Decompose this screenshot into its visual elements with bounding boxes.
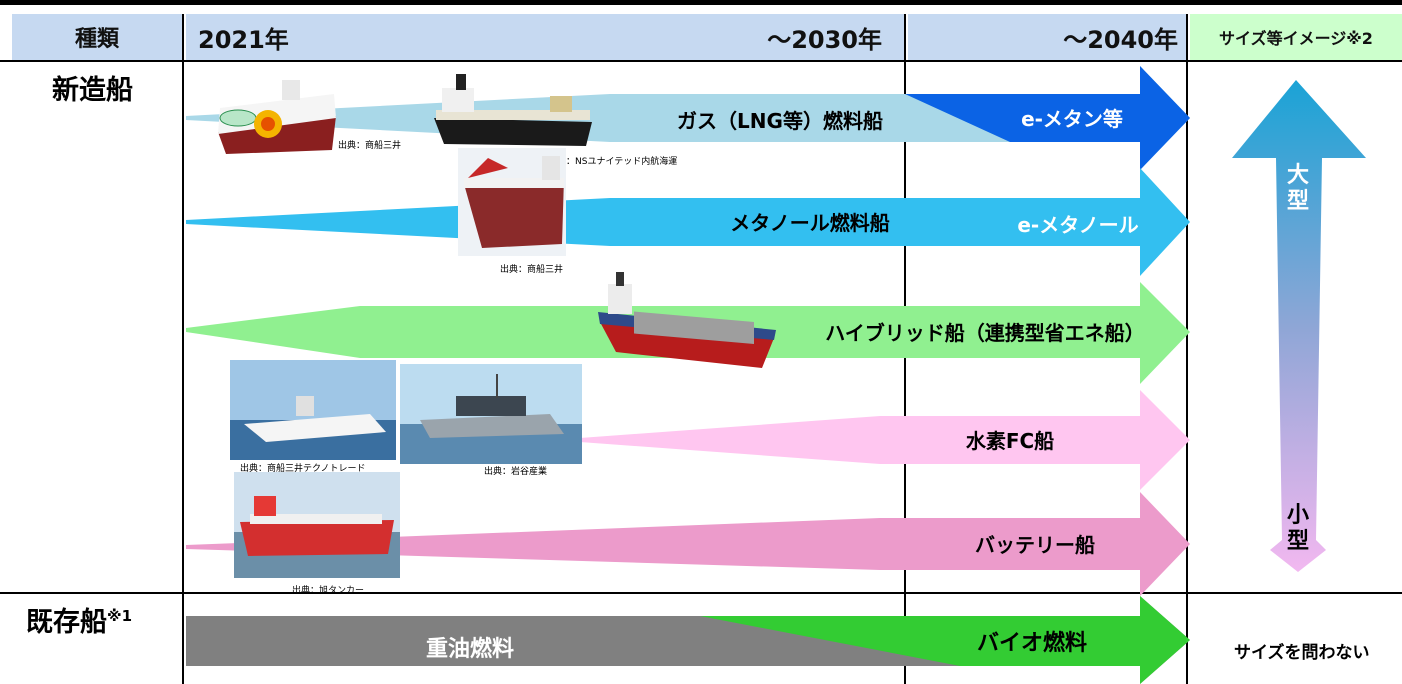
section-divider	[0, 592, 1402, 594]
credit-5: 出典：岩谷産業	[484, 467, 548, 477]
label-heavy-oil: 重油燃料	[426, 636, 514, 662]
arrow-e-methane	[905, 66, 1190, 170]
header-type-label: 種類	[74, 27, 119, 52]
label-battery: バッテリー船	[975, 533, 1095, 557]
header-year-start: 2021年	[198, 25, 289, 54]
header-2040-cell: ～2040年	[908, 14, 1186, 60]
label-hydrogen-fc: 水素FC船	[966, 429, 1054, 453]
ship-image-methanol-ship	[458, 148, 566, 256]
ship-image-lng-ferry	[212, 72, 342, 158]
ship-image-hydrogen-ferry	[230, 360, 396, 460]
size-arrow	[1232, 80, 1366, 572]
header-timeline-cell: 2021年 ～2030年	[186, 14, 904, 60]
label-e-methanol: e-メタノール	[1017, 213, 1138, 237]
ship-image-lng-carrier	[430, 70, 596, 154]
row-label-existing-ships: 既存船※1	[26, 607, 133, 638]
header-size-label: サイズ等イメージ※2	[1219, 29, 1373, 48]
top-border	[0, 0, 1402, 5]
credit-4: 出典：商船三井テクノトレード	[240, 464, 366, 474]
header-divider	[0, 60, 1402, 62]
size-large-label: 大	[1287, 163, 1309, 188]
arrow-bio	[700, 596, 1190, 684]
credit-2: 出典：NSユナイテッド内航海運	[548, 157, 678, 167]
label-methanol-fuel: メタノール燃料船	[730, 211, 889, 235]
credit-3: 出典：商船三井	[500, 265, 564, 275]
divider-2040	[1186, 14, 1188, 684]
header-type-cell: 種類	[12, 14, 182, 60]
arrow-hydrogen-fc	[580, 390, 1190, 490]
header-year-2030: ～2030年	[767, 25, 882, 54]
arrow-battery	[186, 492, 1190, 596]
size-small-label: 小	[1287, 503, 1309, 528]
size-large-label-2: 型	[1287, 189, 1309, 214]
label-hybrid: ハイブリッド船（連携型省エネ船）	[825, 321, 1145, 345]
size-small-label-2: 型	[1287, 529, 1309, 554]
header-year-2040: ～2040年	[1063, 25, 1178, 54]
ship-image-hybrid-ship	[594, 268, 780, 372]
credit-6: 出典：旭タンカー	[292, 586, 365, 596]
size-any-label: サイズを問わない	[1234, 643, 1370, 663]
label-bio: バイオ燃料	[977, 630, 1087, 656]
arrow-methanol-fuel	[186, 168, 1190, 276]
row-label-new-ships: 新造船	[52, 75, 133, 106]
label-gas-fuel: ガス（LNG等）燃料船	[677, 109, 883, 133]
divider-left	[182, 14, 184, 684]
footnote-mark-1: ※1	[107, 607, 133, 625]
ship-image-fc-catamaran	[400, 364, 582, 464]
ship-image-battery-tanker	[234, 472, 400, 578]
label-e-methane: e-メタン等	[1021, 107, 1123, 131]
header-size-cell: サイズ等イメージ※2	[1190, 14, 1402, 60]
arrow-gas-fuel	[186, 66, 1190, 170]
credit-1: 出典：商船三井	[338, 141, 402, 151]
